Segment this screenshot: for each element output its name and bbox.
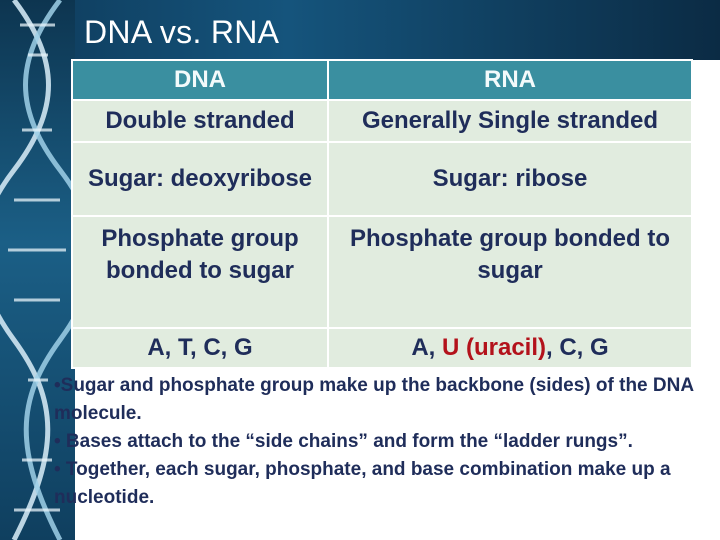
header-dna: DNA (71, 59, 329, 101)
table-row: Phosphate group bonded to sugar Phosphat… (71, 215, 693, 329)
dna-strand-right (23, 0, 75, 540)
uracil-highlight: U (uracil) (441, 334, 546, 361)
dna-strand-left (0, 0, 51, 540)
cell-dna-strands: Double stranded (71, 99, 329, 143)
table-row: Double stranded Generally Single strande… (71, 99, 693, 143)
header-band (0, 0, 720, 60)
cell-dna-phosphate: Phosphate group bonded to sugar (71, 215, 329, 329)
notes-list: •Sugar and phosphate group make up the b… (54, 372, 718, 512)
cell-dna-sugar: Sugar: deoxyribose (71, 141, 329, 217)
dna-helix-image (0, 0, 75, 540)
rna-bases-part: A, (411, 334, 442, 361)
cell-rna-sugar: Sugar: ribose (327, 141, 693, 217)
dna-rna-comparison-table: DNA RNA Double stranded Generally Single… (71, 59, 693, 369)
cell-rna-phosphate: Phosphate group bonded to sugar (327, 215, 693, 329)
table-row: A, T, C, G A, U (uracil), C, G (71, 327, 693, 369)
table-header-row: DNA RNA (71, 59, 693, 101)
note-bases: • Bases attach to the “side chains” and … (54, 431, 633, 452)
rna-bases-part: , C, G (546, 334, 609, 361)
table-row: Sugar: deoxyribose Sugar: ribose (71, 141, 693, 217)
header-rna: RNA (327, 59, 693, 101)
note-nucleotide: • Together, each sugar, phosphate, and b… (54, 459, 671, 508)
cell-rna-strands: Generally Single stranded (327, 99, 693, 143)
slide-title: DNA vs. RNA (84, 14, 280, 50)
note-backbone: •Sugar and phosphate group make up the b… (54, 375, 694, 424)
cell-rna-bases: A, U (uracil), C, G (327, 327, 693, 369)
cell-dna-bases: A, T, C, G (71, 327, 329, 369)
